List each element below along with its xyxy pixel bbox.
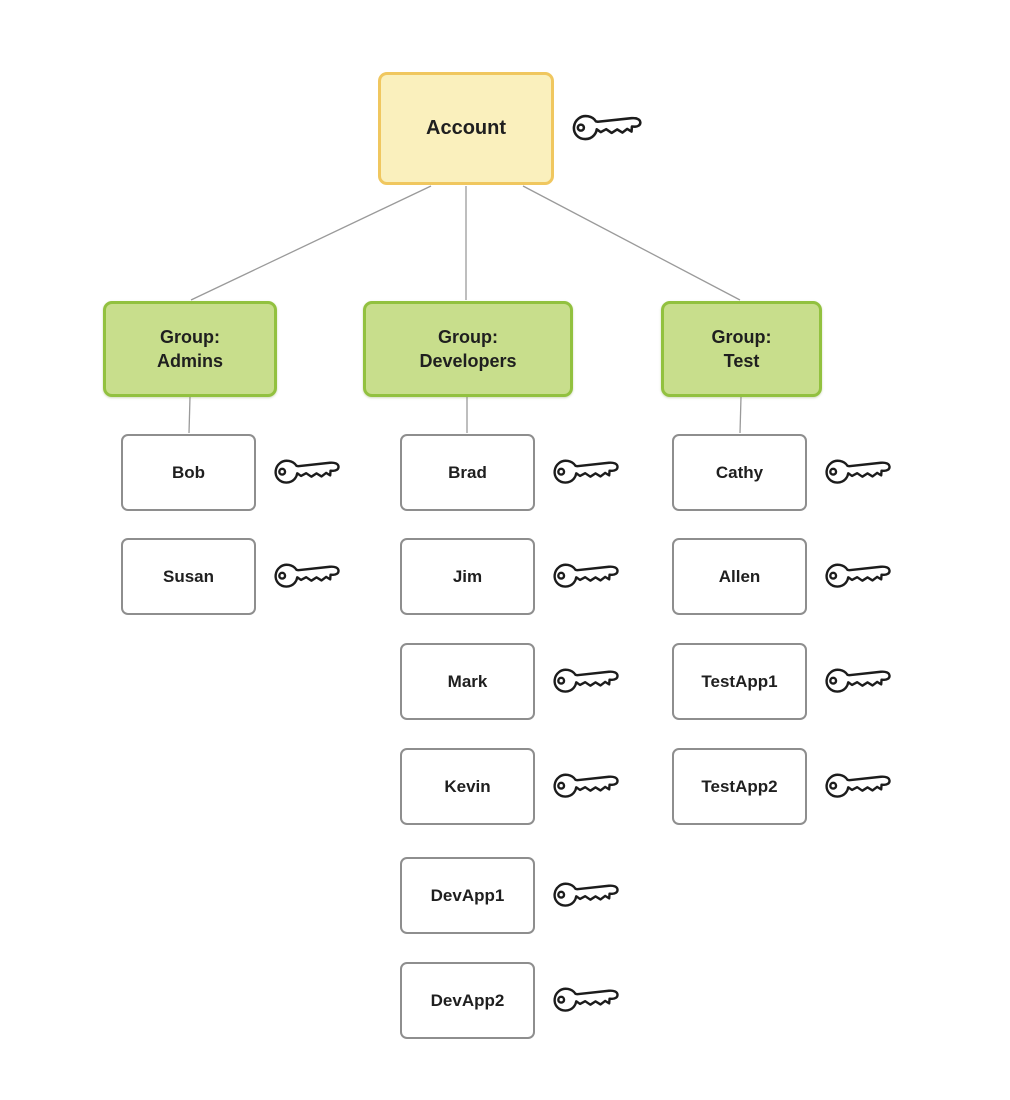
user-unit-bob: Bob [121, 434, 342, 511]
user-unit-brad: Brad [400, 434, 621, 511]
user-unit-allen: Allen [672, 538, 893, 615]
group-name: Test [723, 351, 760, 371]
user-unit-susan: Susan [121, 538, 342, 615]
key-icon [821, 556, 893, 598]
user-node-allen: Allen [672, 538, 807, 615]
user-label: Allen [718, 566, 761, 586]
user-node-devapp1: DevApp1 [400, 857, 535, 934]
user-node-kevin: Kevin [400, 748, 535, 825]
user-node-devapp2: DevApp2 [400, 962, 535, 1039]
user-label: TestApp2 [701, 776, 778, 796]
user-label: Bob [171, 462, 206, 482]
group-prefix: Group: [160, 326, 220, 347]
user-unit-testapp2: TestApp2 [672, 748, 893, 825]
user-node-cathy: Cathy [672, 434, 807, 511]
account-label: Account [426, 117, 506, 139]
group-name: Developers [419, 351, 517, 371]
group-node-admins: Group: Admins [103, 301, 277, 397]
key-icon [549, 556, 621, 598]
user-label: DevApp1 [430, 885, 505, 905]
user-unit-mark: Mark [400, 643, 621, 720]
key-icon [549, 452, 621, 494]
user-label: Brad [448, 462, 487, 482]
user-label: DevApp2 [430, 990, 505, 1010]
key-icon [549, 875, 621, 917]
user-label: Mark [447, 671, 488, 691]
group-prefix: Group: [438, 326, 498, 347]
key-icon [549, 980, 621, 1022]
user-unit-jim: Jim [400, 538, 621, 615]
user-label: Cathy [715, 462, 764, 482]
key-icon [549, 766, 621, 808]
group-node-test: Group: Test [661, 301, 822, 397]
account-unit: Account [378, 72, 644, 185]
user-unit-devapp1: DevApp1 [400, 857, 621, 934]
user-unit-cathy: Cathy [672, 434, 893, 511]
account-node: Account [378, 72, 554, 185]
user-node-testapp2: TestApp2 [672, 748, 807, 825]
user-node-testapp1: TestApp1 [672, 643, 807, 720]
key-icon [270, 556, 342, 598]
key-icon [821, 766, 893, 808]
key-icon [270, 452, 342, 494]
user-node-mark: Mark [400, 643, 535, 720]
user-label: Kevin [444, 776, 491, 796]
user-label: Susan [162, 566, 215, 586]
key-icon [568, 107, 644, 151]
key-icon [821, 452, 893, 494]
user-label: TestApp1 [701, 671, 778, 691]
user-node-susan: Susan [121, 538, 256, 615]
group-node-developers: Group: Developers [363, 301, 573, 397]
key-icon [549, 661, 621, 703]
group-name: Admins [156, 351, 223, 371]
user-unit-kevin: Kevin [400, 748, 621, 825]
user-node-jim: Jim [400, 538, 535, 615]
user-unit-testapp1: TestApp1 [672, 643, 893, 720]
user-label: Jim [452, 566, 483, 586]
group-prefix: Group: [711, 326, 772, 347]
user-node-brad: Brad [400, 434, 535, 511]
user-unit-devapp2: DevApp2 [400, 962, 621, 1039]
user-node-bob: Bob [121, 434, 256, 511]
key-icon [821, 661, 893, 703]
